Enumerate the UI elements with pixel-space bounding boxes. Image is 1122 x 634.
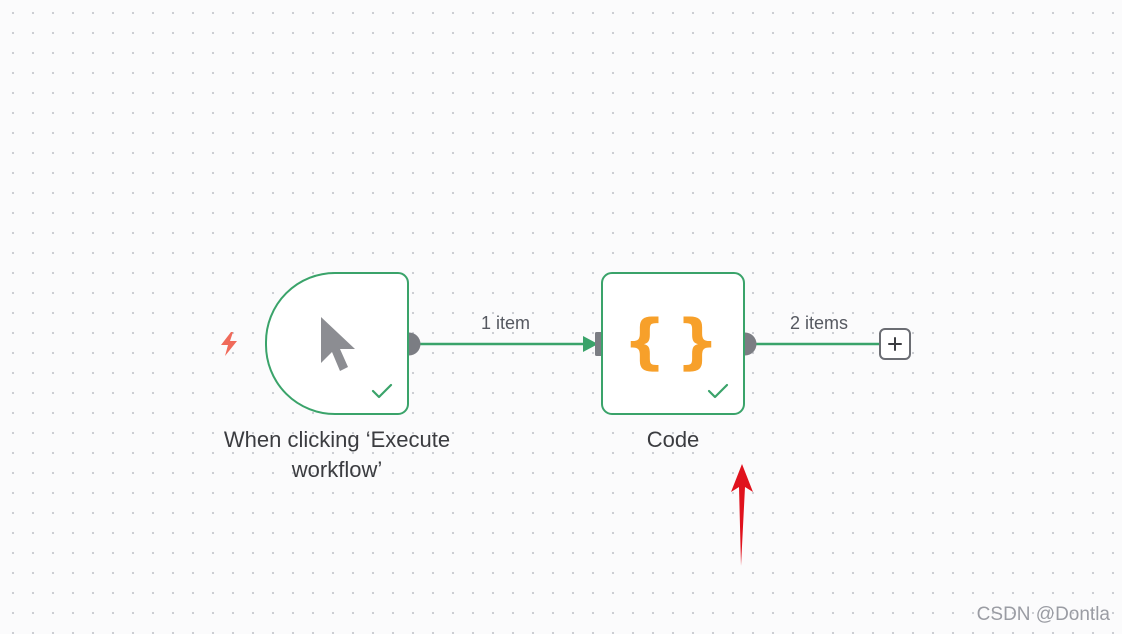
add-node-button[interactable] bbox=[879, 328, 911, 360]
node-code[interactable]: {} bbox=[601, 272, 745, 415]
node-manual-trigger[interactable] bbox=[265, 272, 409, 415]
trigger-icon-wrap bbox=[267, 274, 407, 413]
trigger-bolt-icon bbox=[221, 332, 237, 356]
connection-item-count: 2 items bbox=[790, 313, 849, 333]
node-label-trigger: When clicking ‘Execute workflow’ bbox=[187, 425, 487, 485]
cursor-pointer-icon bbox=[321, 316, 355, 371]
plus-icon bbox=[888, 337, 902, 351]
node-label-line: workflow’ bbox=[291, 457, 383, 482]
connection-arrowhead bbox=[583, 336, 598, 352]
code-braces-icon: {} bbox=[623, 306, 729, 377]
node-label-code: Code bbox=[646, 427, 700, 452]
code-icon-wrap: {} bbox=[603, 274, 743, 413]
connection-item-count: 1 item bbox=[481, 313, 531, 333]
success-check-icon bbox=[371, 383, 393, 399]
watermark: CSDN @Dontla bbox=[976, 604, 1110, 625]
success-check-icon bbox=[707, 383, 729, 399]
node-label-line: When clicking ‘Execute bbox=[223, 427, 451, 452]
annotation-arrow-icon bbox=[731, 464, 753, 566]
